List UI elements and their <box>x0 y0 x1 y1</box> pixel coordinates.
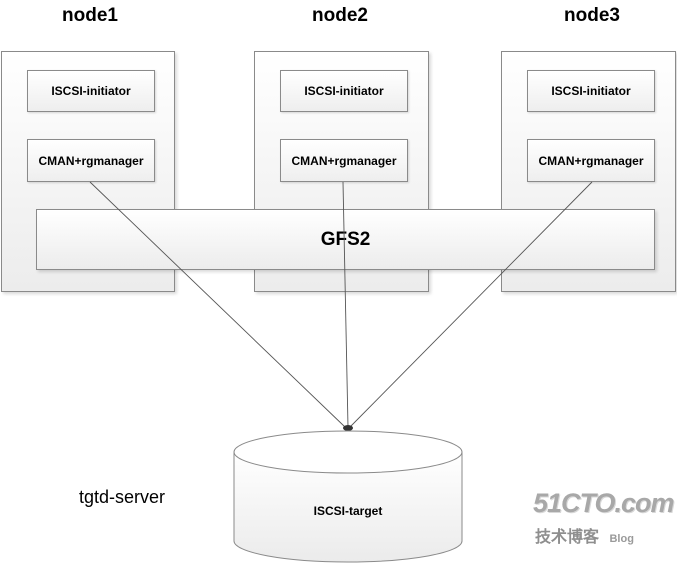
node3-title: node3 <box>564 5 620 26</box>
node3-iscsi-initiator: ISCSI-initiator <box>527 70 655 112</box>
watermark-brand: 51CTO.com <box>533 488 675 518</box>
gfs2-filesystem: GFS2 <box>36 209 655 270</box>
node3-cman-rgmanager: CMAN+rgmanager <box>527 139 655 182</box>
connector-node2 <box>342 181 349 428</box>
server-label: tgtd-server <box>79 487 166 507</box>
node1-iscsi-initiator: ISCSI-initiator <box>27 70 155 112</box>
node1-cman-rgmanager: CMAN+rgmanager <box>27 139 155 182</box>
node2-cman-rgmanager: CMAN+rgmanager <box>280 139 408 182</box>
watermark-logo: 51CTO.com 技术博客 Blog <box>533 488 675 548</box>
node2-iscsi-initiator: ISCSI-initiator <box>280 70 408 112</box>
node1-title: node1 <box>62 5 118 26</box>
connector-node1 <box>89 181 346 428</box>
connector-node3 <box>349 181 593 428</box>
watermark-sub-en: Blog <box>609 533 634 545</box>
connector-junction <box>343 425 353 431</box>
watermark-sub-cn: 技术博客 <box>535 529 600 546</box>
iscsi-target-label: ISCSI-target <box>313 504 383 518</box>
node2-title: node2 <box>312 5 368 26</box>
storage-cylinder <box>233 430 463 563</box>
